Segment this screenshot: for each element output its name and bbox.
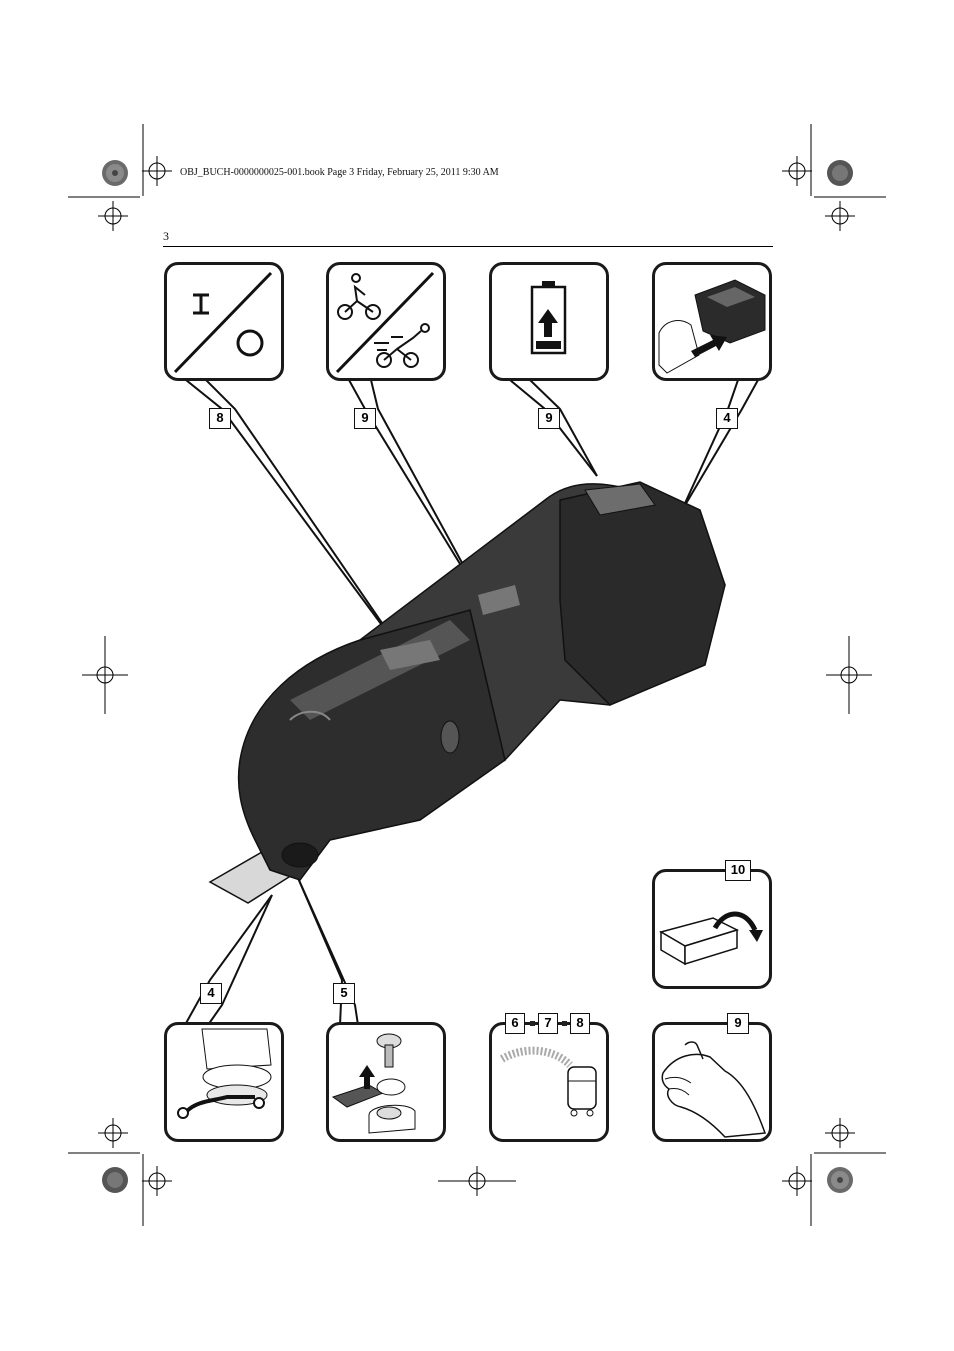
callout-tag: 5 bbox=[333, 983, 355, 1004]
callout-tag: 4 bbox=[716, 408, 738, 429]
callout-tag: 9 bbox=[354, 408, 376, 429]
multitool-illustration bbox=[208, 481, 726, 904]
dust-extraction-icon bbox=[499, 1046, 597, 1117]
panel-speed bbox=[326, 262, 446, 381]
hand-grip-icon bbox=[661, 1041, 767, 1138]
callout-tag: 9 bbox=[538, 408, 560, 429]
callout-tag: 7 bbox=[538, 1013, 558, 1034]
open-package-icon bbox=[659, 911, 763, 966]
separator-dot bbox=[562, 1021, 567, 1026]
callout-tag: 6 bbox=[505, 1013, 525, 1034]
panel-hand-grip bbox=[652, 1022, 772, 1142]
page-number: 3 bbox=[163, 229, 169, 243]
tool-change-lever-icon bbox=[177, 1028, 272, 1119]
callout-tag: 8 bbox=[570, 1013, 590, 1034]
speed-selector-icon bbox=[335, 271, 435, 374]
panel-battery bbox=[489, 262, 609, 381]
separator-dot bbox=[530, 1021, 535, 1026]
on-off-switch-icon bbox=[173, 271, 273, 374]
panel-battery-insert bbox=[652, 262, 772, 381]
callout-tag: 10 bbox=[725, 860, 751, 881]
print-slug: OBJ_BUCH-0000000025-001.book Page 3 Frid… bbox=[180, 167, 499, 178]
panel-on-off bbox=[164, 262, 284, 381]
accessory-mount-icon bbox=[331, 1033, 416, 1134]
battery-charge-icon bbox=[530, 281, 567, 355]
battery-insert-icon bbox=[658, 279, 766, 374]
callout-tag: 9 bbox=[727, 1013, 749, 1034]
header-rule bbox=[163, 246, 773, 247]
callout-tag: 4 bbox=[200, 983, 222, 1004]
panel-tool-change bbox=[164, 1022, 284, 1142]
panel-dust-extraction bbox=[489, 1022, 609, 1142]
callout-tag: 8 bbox=[209, 408, 231, 429]
panel-package bbox=[652, 869, 772, 989]
panel-accessory-mount bbox=[326, 1022, 446, 1142]
